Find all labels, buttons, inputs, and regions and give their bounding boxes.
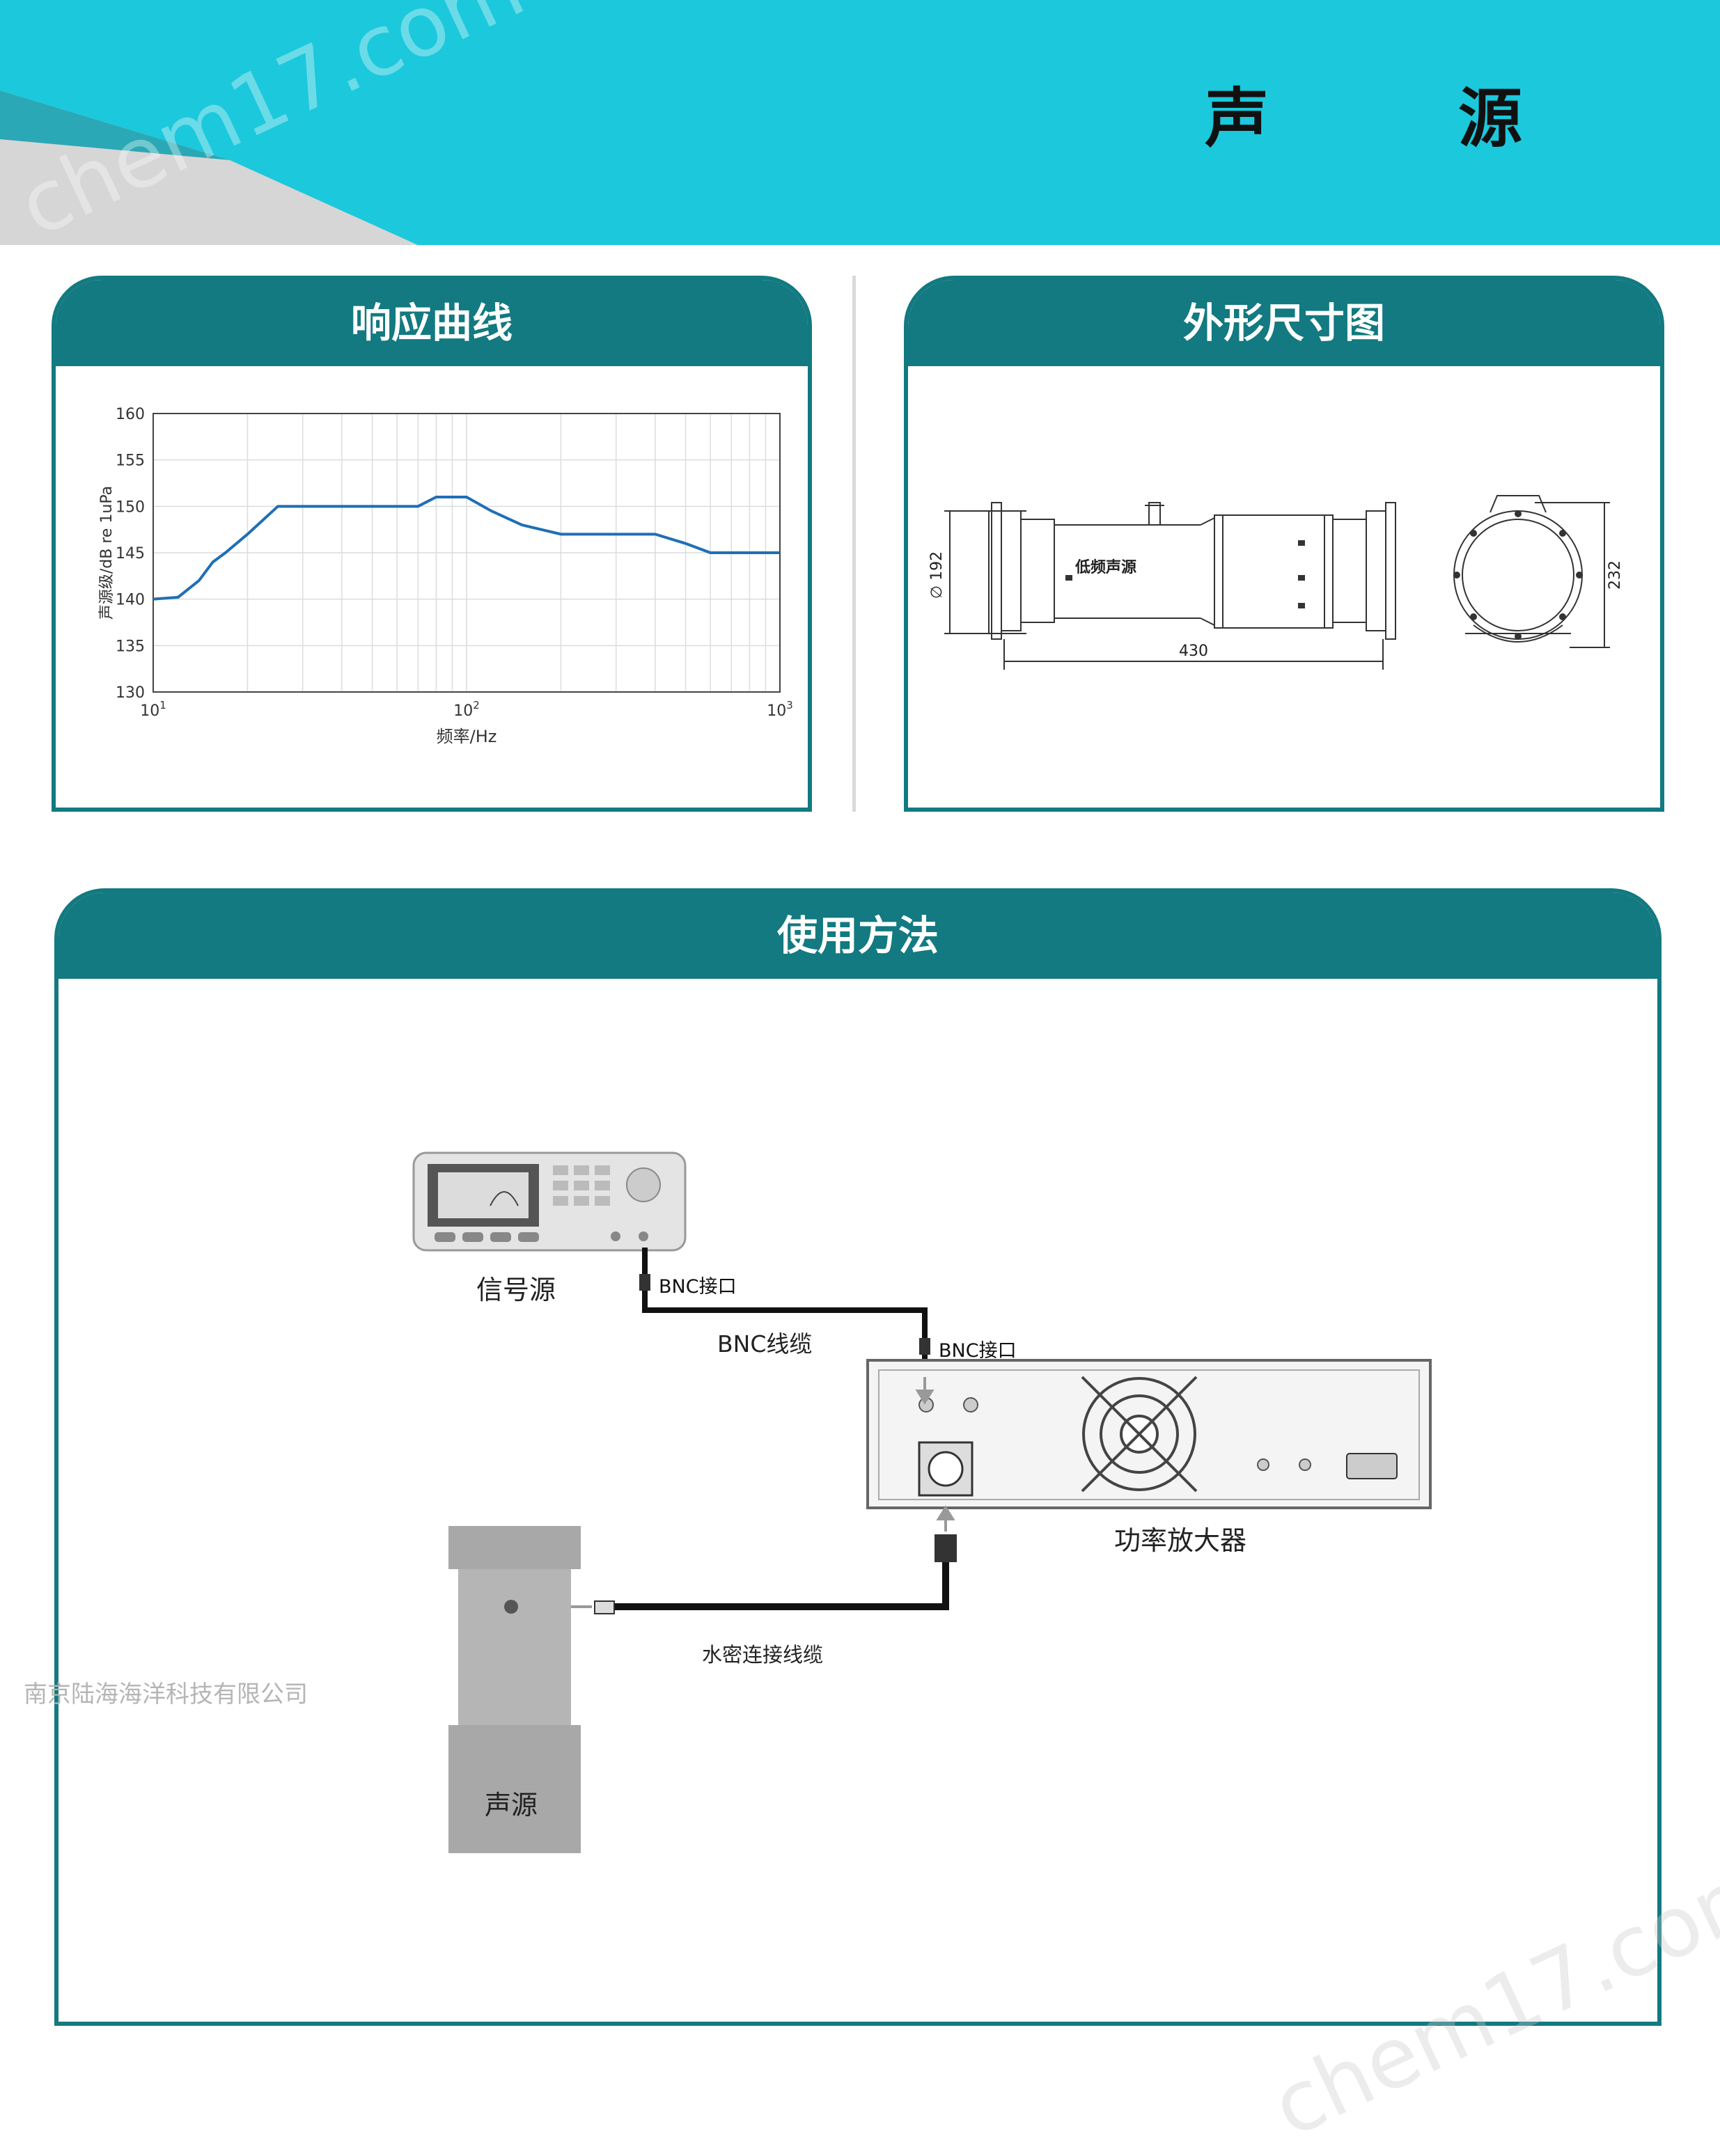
signal-generator-device [412,1151,687,1252]
y-axis-label: 声源级/dB re 1uPa [98,486,116,620]
diameter-label: ∅ 192 [928,551,946,599]
signal-source-label: 信号源 [476,1275,556,1305]
bnc-port-label-2: BNC接口 [939,1340,1017,1362]
header-decoration [0,91,418,245]
bnc-cable-label: BNC线缆 [717,1330,813,1358]
dimensions-panel: 外形尺寸图 [904,276,1664,812]
company-name: 南京陆海海洋科技有限公司 [24,1681,308,1708]
usage-panel: 使用方法 [54,888,1662,2026]
panel-divider [852,276,856,812]
y-tick-label: 155 [116,453,145,470]
response-series-line [153,496,780,601]
dimension-drawing: 低频声源 ∅ 192 430 232 [928,495,1624,670]
waterproof-cable-label: 水密连接线缆 [702,1643,824,1667]
y-tick-label: 135 [116,638,145,655]
length-label: 430 [1179,643,1208,660]
dimensions-title: 外形尺寸图 [908,280,1660,366]
power-amplifier-label: 功率放大器 [1114,1525,1247,1556]
product-label: 低频声源 [1074,559,1136,576]
y-tick-label: 145 [116,545,145,562]
usage-title: 使用方法 [58,892,1657,979]
usage-diagram [412,1151,1432,1853]
sound-source-device [448,1526,581,1853]
bnc-port-label-1: BNC接口 [659,1276,737,1298]
page-title: 声 源 [1205,81,1606,156]
height-label: 232 [1606,560,1624,590]
y-tick-label: 150 [116,498,145,516]
sound-source-label: 声源 [485,1790,538,1820]
response-curve-panel: 响应曲线 130 135 140 145 150 155 160 101 102 103 频率/Hz… [52,276,812,812]
x-tick-label: 101 [140,699,166,720]
y-tick-label: 130 [116,684,145,702]
page-header: chem17.com 声 源 [0,0,1720,245]
power-amplifier-device [866,1359,1432,1509]
y-tick-label: 160 [116,406,145,423]
response-chart: 130 135 140 145 150 155 160 101 102 103 频率/Hz 声源级/d… [98,406,793,746]
y-tick-label: 140 [116,592,145,609]
x-tick-label: 103 [767,699,793,720]
x-axis-label: 频率/Hz [437,727,497,746]
x-tick-label: 102 [453,699,480,720]
response-curve-title: 响应曲线 [56,280,808,366]
